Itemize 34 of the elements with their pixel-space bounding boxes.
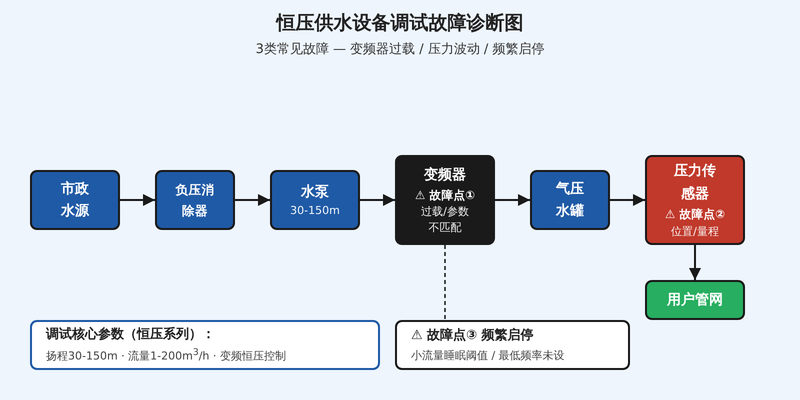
diagram-subtitle: 3类常见故障 — 变频器过载 / 压力波动 / 频繁启停 <box>254 41 546 58</box>
node-label: 变频器 <box>424 166 466 185</box>
pump-box <box>270 170 360 230</box>
arrow <box>689 245 701 280</box>
arrow <box>495 194 530 206</box>
process-box <box>155 170 235 230</box>
node-label: 用户管网 <box>667 290 723 310</box>
node-detail: 过载/参数不匹配 <box>420 204 470 236</box>
node-label: 负压消除器 <box>174 180 216 220</box>
output-box <box>645 280 745 320</box>
fault-note <box>395 320 630 370</box>
node-label: 气压水罐 <box>554 180 585 221</box>
dashed-connector <box>444 245 446 320</box>
node-label: 市政水源 <box>60 180 90 221</box>
diagram-title: 恒压供水设备调试故障诊断图 <box>274 11 524 36</box>
arrow <box>360 194 395 206</box>
fault-label: ⚠ 故障点① <box>414 187 476 204</box>
sensor-box <box>645 155 745 245</box>
parameter-note <box>30 320 380 370</box>
node-detail: 30-150m <box>290 203 340 220</box>
arrow <box>120 194 155 206</box>
arrow <box>610 194 645 206</box>
node-label: 水泵 <box>301 182 329 202</box>
fault-label: ⚠ 故障点② <box>664 206 726 224</box>
node-detail: 位置/量程 <box>671 224 719 240</box>
tank-box <box>530 170 610 230</box>
note-heading: ⚠ 故障点③ 频繁启停 <box>411 326 534 345</box>
node-label: 压力传感器 <box>672 162 717 204</box>
source-box <box>30 170 120 230</box>
note-text: 小流量睡眠阈值 / 最低频率未设 <box>411 348 565 364</box>
arrow <box>235 194 270 206</box>
fault-box <box>395 155 495 245</box>
note-text: 扬程30-150m · 流量1-200m$^{3}$/h · 变频恒压控制 <box>46 346 286 364</box>
note-heading: 调试核心参数（恒压系列）： <box>46 326 215 344</box>
